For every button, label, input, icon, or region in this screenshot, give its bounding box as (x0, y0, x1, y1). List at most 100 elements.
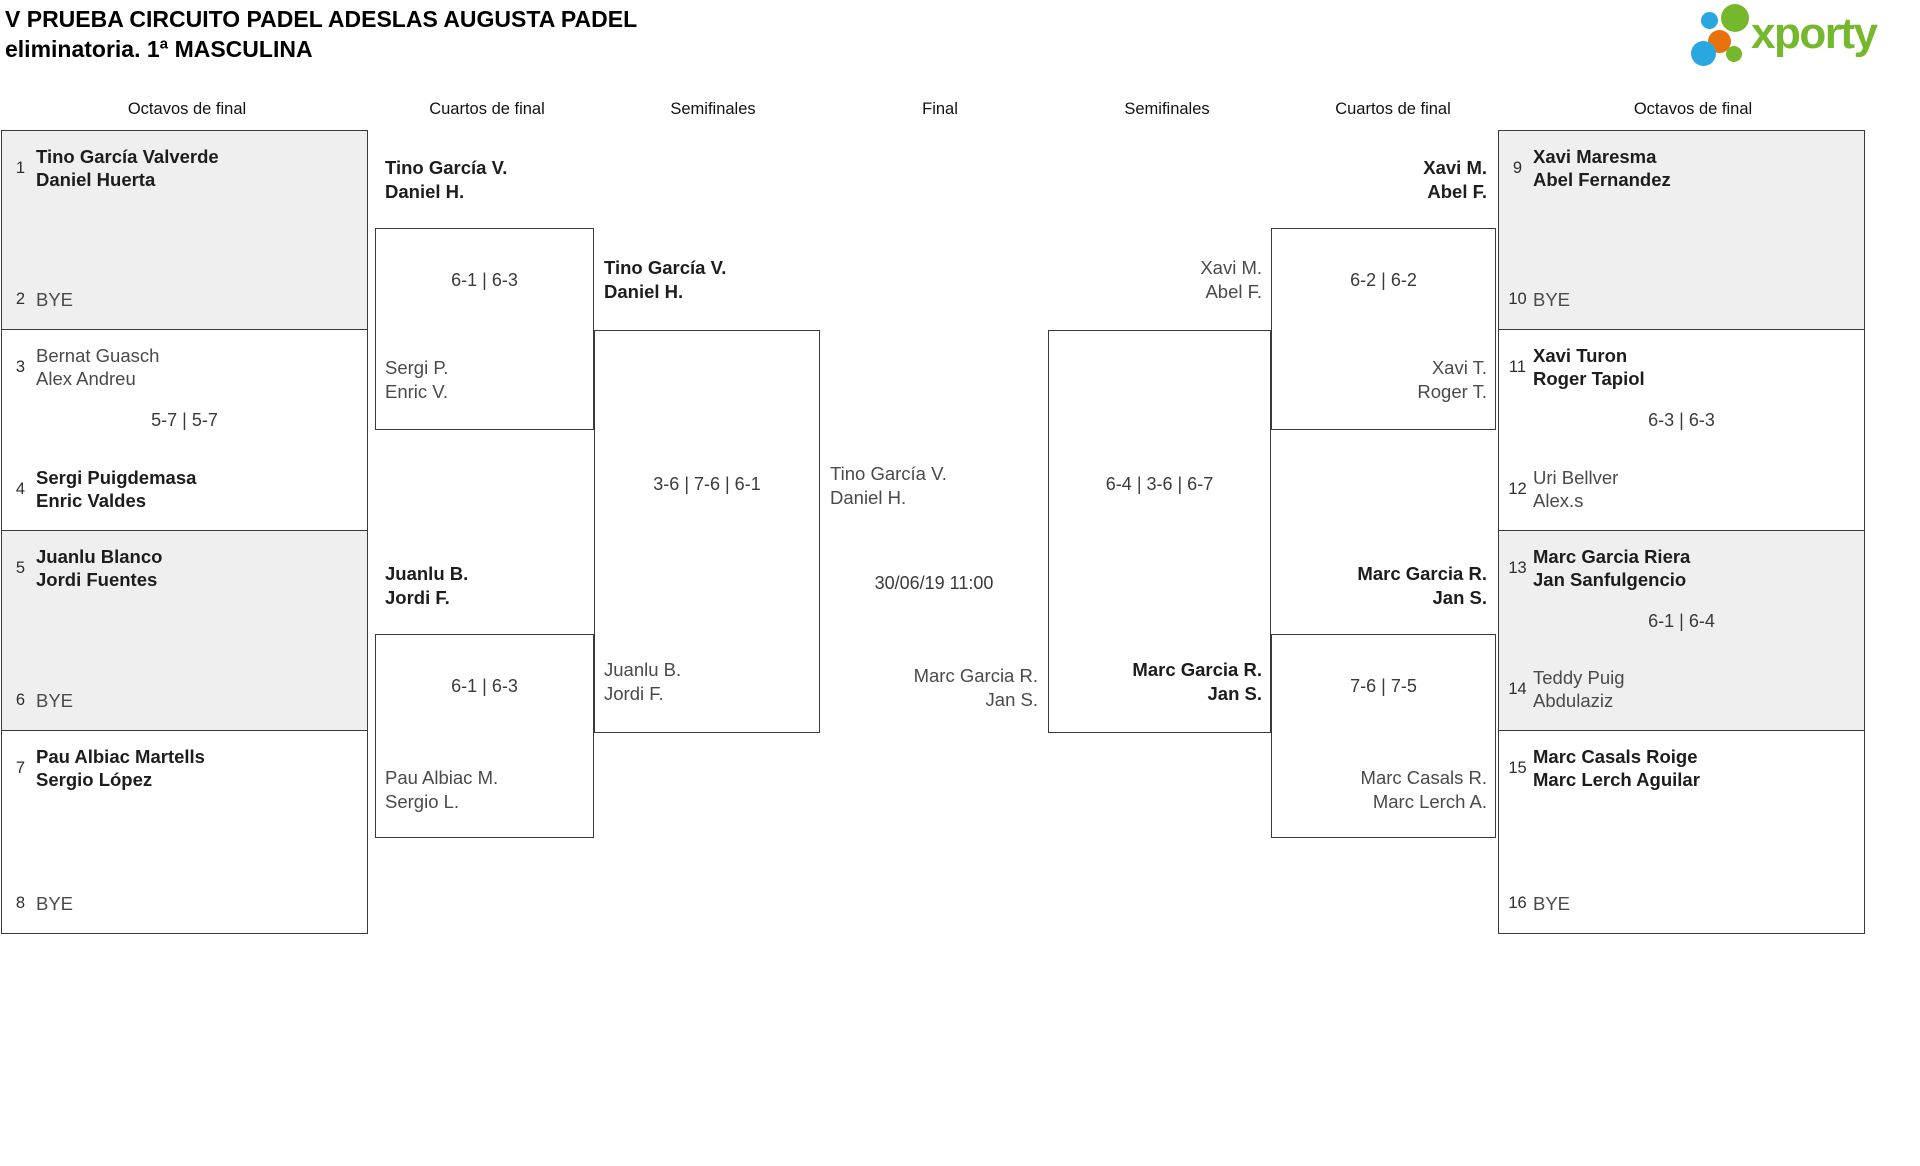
r16-box-13-14: 13 Marc Garcia Riera Jan Sanfulgencio 6-… (1498, 530, 1865, 731)
logo-dot-blue-big-icon (1691, 41, 1716, 66)
team-label: Tino García V. Daniel H. (604, 256, 726, 304)
team-label: Xavi M. Abel F. (1048, 256, 1262, 304)
match-score: 6-3 | 6-3 (1648, 410, 1715, 430)
match-score: 5-7 | 5-7 (151, 410, 218, 430)
player-name: Xavi M. (1200, 257, 1262, 278)
qf-match-box-right-bottom (1271, 634, 1496, 838)
seed-label: 16 (1508, 894, 1527, 912)
qf-match-box-left-top (375, 228, 594, 430)
player-name: Abel F. (1205, 281, 1262, 302)
team-label: Sergi P. Enric V. (385, 356, 448, 404)
player-name: Marc Garcia R. (1357, 563, 1487, 584)
player-name: Bernat Guasch (36, 345, 160, 366)
bracket-slot: 13 Marc Garcia Riera Jan Sanfulgencio (1505, 545, 1858, 591)
seed-label: 12 (1508, 479, 1527, 498)
player-name: Xavi Maresma (1533, 146, 1657, 167)
round-header-final: Final (922, 100, 958, 118)
team-name: BYE (1530, 288, 1570, 311)
round-header-semis-right: Semifinales (1124, 100, 1210, 118)
seed-label: 6 (15, 691, 26, 709)
player-name: Jordi F. (604, 683, 664, 704)
bracket-slot: 5 Juanlu Blanco Jordi Fuentes (8, 545, 361, 591)
player-name: Daniel H. (604, 281, 684, 302)
team-name: Pau Albiac Martells Sergio López (33, 745, 205, 791)
player-name: Teddy Puig (1533, 667, 1625, 688)
bracket-slot: 6 BYE (8, 689, 361, 712)
r16-box-7-8: 7 Pau Albiac Martells Sergio López 8 BYE (1, 730, 368, 934)
r16-box-15-16: 15 Marc Casals Roige Marc Lerch Aguilar … (1498, 730, 1865, 934)
bracket-slot: 12 Uri Bellver Alex.s (1505, 466, 1858, 512)
team-name: Teddy Puig Abdulaziz (1530, 666, 1625, 712)
player-name: Sergio L. (385, 791, 460, 812)
match-score: 7-6 | 7-5 (1350, 676, 1417, 696)
seed-label: 5 (15, 558, 26, 577)
player-name: Marc Lerch Aguilar (1533, 769, 1700, 790)
team-label: Juanlu B. Jordi F. (604, 658, 681, 706)
team-label: Marc Garcia R. Jan S. (1048, 658, 1262, 706)
player-name: Jan S. (1207, 683, 1263, 704)
team-label: Pau Albiac M. Sergio L. (385, 766, 498, 814)
team-label: Xavi M. Abel F. (1277, 156, 1487, 204)
player-name: Pau Albiac Martells (36, 746, 205, 767)
player-name: Xavi T. (1431, 357, 1487, 378)
team-name: Xavi Turon Roger Tapiol (1530, 344, 1645, 390)
bracket-slot: 1 Tino García Valverde Daniel Huerta (8, 145, 361, 191)
player-name: Abel Fernandez (1533, 169, 1671, 190)
team-name: Xavi Maresma Abel Fernandez (1530, 145, 1671, 191)
final-match-datetime: 30/06/19 11:00 (874, 573, 994, 593)
seed-label: 8 (15, 894, 26, 912)
team-label: Marc Garcia R. Jan S. (820, 664, 1038, 712)
team-name: BYE (33, 689, 73, 712)
player-name: Abdulaziz (1533, 690, 1614, 711)
player-name: Jordi Fuentes (36, 569, 158, 590)
seed-label: 3 (15, 357, 26, 376)
player-name: Sergi P. (385, 357, 449, 378)
player-name: Alex.s (1533, 490, 1584, 511)
player-name: Uri Bellver (1533, 467, 1619, 488)
player-name: BYE (36, 289, 74, 310)
team-name: Marc Garcia Riera Jan Sanfulgencio (1530, 545, 1690, 591)
xporty-logo[interactable]: xporty (1686, 2, 1918, 72)
player-name: Daniel H. (830, 487, 907, 508)
bracket-slot: 7 Pau Albiac Martells Sergio López (8, 745, 361, 791)
match-score: 3-6 | 7-6 | 6-1 (653, 474, 761, 494)
r16-box-5-6: 5 Juanlu Blanco Jordi Fuentes 6 BYE (1, 530, 368, 731)
r16-box-3-4: 3 Bernat Guasch Alex Andreu 5-7 | 5-7 4 … (1, 329, 368, 531)
player-name: Tino García V. (830, 463, 947, 484)
seed-label: 11 (1508, 357, 1527, 376)
seed-label: 13 (1508, 558, 1527, 577)
team-name: BYE (33, 892, 73, 915)
seed-label: 2 (15, 290, 26, 308)
player-name: Xavi M. (1423, 157, 1487, 178)
player-name: Alex Andreu (36, 368, 136, 389)
player-name: Xavi Turon (1533, 345, 1628, 366)
round-header-octavos-left: Octavos de final (127, 100, 247, 118)
team-name: BYE (33, 288, 73, 311)
team-label: Marc Casals R. Marc Lerch A. (1277, 766, 1487, 814)
logo-text: xporty (1751, 9, 1878, 58)
team-label: Xavi T. Roger T. (1277, 356, 1487, 404)
player-name: Marc Lerch A. (1372, 791, 1487, 812)
seed-label: 15 (1508, 758, 1527, 777)
player-name: Juanlu B. (604, 659, 682, 680)
seed-label: 9 (1512, 158, 1523, 177)
player-name: Jan Sanfulgencio (1533, 569, 1687, 590)
player-name: Marc Garcia Riera (1533, 546, 1691, 567)
logo-dot-green-small-icon (1726, 46, 1742, 62)
match-score: 6-1 | 6-3 (451, 676, 518, 696)
qf-match-box-right-top (1271, 228, 1496, 430)
team-name: Bernat Guasch Alex Andreu (33, 344, 159, 390)
player-name: Juanlu B. (385, 563, 469, 584)
round-header-octavos-right: Octavos de final (1633, 100, 1753, 118)
player-name: Sergi Puigdemasa (36, 467, 197, 488)
player-name: Daniel H. (385, 181, 465, 202)
player-name: Juanlu Blanco (36, 546, 163, 567)
player-name: Jordi F. (385, 587, 450, 608)
player-name: Sergio López (36, 769, 153, 790)
player-name: Jan S. (985, 689, 1038, 710)
player-name: Roger Tapiol (1533, 368, 1645, 389)
page-title: V PRUEBA CIRCUITO PADEL ADESLAS AUGUSTA … (5, 4, 637, 64)
team-name: Tino García Valverde Daniel Huerta (33, 145, 219, 191)
seed-label: 4 (15, 479, 26, 498)
